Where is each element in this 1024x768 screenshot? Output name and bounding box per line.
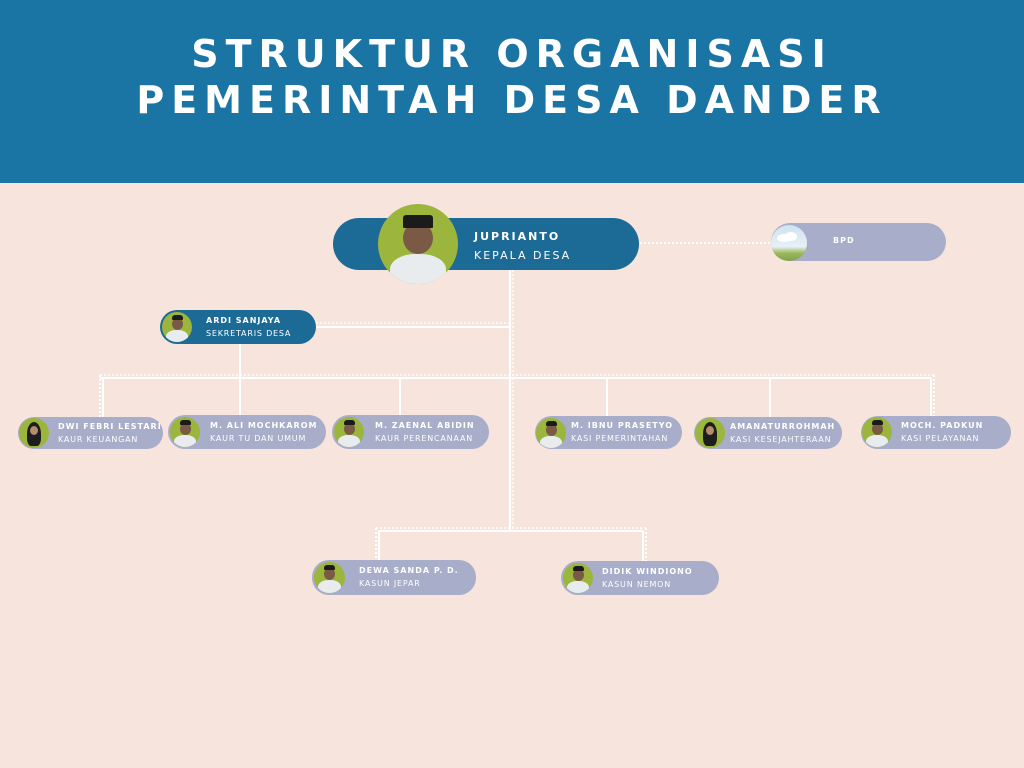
head-role: KEPALA DESA (474, 249, 572, 262)
staff-2-name: M. ALI MOCHKAROM (210, 421, 318, 430)
staff-4-name: M. IBNU PRASETYO (571, 421, 674, 430)
staff-6-name: MOCH. PADKUN (901, 421, 984, 430)
staff-4-avatar (536, 418, 566, 448)
kasun-1-avatar (314, 562, 345, 593)
staff-3-role: KAUR PERENCANAAN (375, 434, 474, 443)
staff-5-name: AMANATURROHMAH (730, 422, 836, 431)
kasun-1-role: KASUN JEPAR (359, 579, 421, 588)
staff-6-role: KASI PELAYANAN (901, 434, 980, 443)
page-title-line-2: PEMERINTAH DESA DANDER (136, 78, 888, 122)
staff-5-avatar (695, 418, 725, 448)
staff-1-name: DWI FEBRI LESTARI (58, 422, 162, 431)
staff-2-role: KAUR TU DAN UMUM (210, 434, 307, 443)
staff-6-avatar (862, 417, 892, 447)
secretary-avatar (162, 312, 192, 342)
staff-4-role: KASI PEMERINTAHAN (571, 434, 669, 443)
bpd-name: BPD (833, 236, 855, 245)
staff-1-role: KAUR KEUANGAN (58, 435, 139, 444)
staff-3-avatar (334, 417, 364, 447)
staff-1-avatar (19, 418, 49, 448)
secretary-name: ARDI SANJAYA (206, 316, 282, 325)
staff-3-name: M. ZAENAL ABIDIN (375, 421, 475, 430)
secretary-role: SEKRETARIS DESA (206, 329, 292, 338)
head-name: JUPRIANTO (474, 230, 561, 243)
head-avatar (378, 204, 458, 284)
staff-2-avatar (170, 417, 200, 447)
bpd-avatar (771, 225, 807, 261)
staff-5-role: KASI KESEJAHTERAAN (730, 435, 832, 444)
kasun-2-name: DIDIK WINDIONO (602, 567, 693, 576)
kasun-2-avatar (563, 563, 593, 593)
kasun-1-name: DEWA SANDA P. D. (359, 566, 459, 575)
header-banner: STRUKTUR ORGANISASI PEMERINTAH DESA DAND… (0, 0, 1024, 183)
page-title-line-1: STRUKTUR ORGANISASI (191, 32, 833, 76)
kasun-2-role: KASUN NEMON (602, 580, 672, 589)
